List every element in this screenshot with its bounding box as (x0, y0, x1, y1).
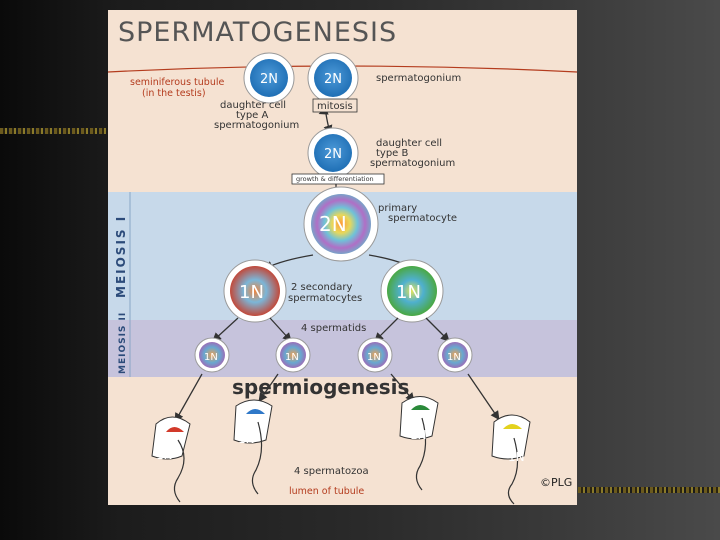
acrosome-cap-red (166, 427, 184, 432)
daughter-b-label-3: spermatogonium (370, 158, 455, 169)
ploidy-label: 1N (238, 432, 255, 446)
daughter-b-label-2: type B (376, 148, 409, 159)
secondary-label-1: 2 secondary (291, 282, 352, 293)
primary-spermatocyte-cell (311, 194, 371, 254)
ploidy-label: 2N (324, 72, 342, 87)
secondary-label-2: spermatocytes (288, 293, 362, 304)
daughter-a-label-2: type A (236, 110, 269, 121)
mitosis-box (312, 98, 358, 113)
arrow-to-spermatid-1 (212, 317, 239, 342)
tubule-label-line1: seminiferous tubule (130, 77, 224, 88)
secondary-spermatocyte-right (387, 266, 437, 316)
ploidy-label: 1N (239, 282, 264, 303)
spermatozoa-label: 4 spermatozoa (294, 466, 369, 477)
spermatid-1 (199, 342, 225, 368)
spermatid-3 (362, 342, 388, 368)
spermatogonium-cell-left (250, 59, 288, 97)
ploidy-label: 1N (508, 450, 525, 464)
primary-label-2: spermatocyte (388, 213, 457, 224)
spermatogenesis-diagram: SPERMATOGENESIS MEIOSIS I MEIOSIS II sem… (108, 10, 577, 505)
mitosis-label: mitosis (317, 101, 353, 112)
ploidy-label: 2N (260, 72, 278, 87)
daughter-b-cell (314, 134, 352, 172)
daughter-a-label-3: spermatogonium (214, 120, 299, 131)
ploidy-label: 1N (204, 352, 218, 363)
spermatozoon-2: 1N (233, 399, 273, 495)
arrow-to-spermatid-2 (269, 317, 292, 342)
daughter-b-label-1: daughter cell (376, 138, 442, 149)
meiosis-1-label: MEIOSIS I (114, 215, 128, 298)
ploidy-label: 1N (410, 428, 427, 442)
growth-label: growth & differentiation (296, 175, 374, 183)
decorative-strip-left (0, 128, 110, 134)
arrow-to-spermatid-3 (374, 317, 399, 342)
acrosome-cap-blue (246, 409, 265, 414)
arrow-to-spermatid-4 (425, 317, 450, 342)
growth-box (291, 173, 385, 185)
meiosis-2-label: MEIOSIS II (118, 312, 128, 374)
ploidy-label: 2N (324, 147, 342, 162)
ploidy-label: 1N (367, 352, 381, 363)
arrow-to-sperm-2 (258, 373, 279, 403)
secondary-spermatocyte-left (230, 266, 280, 316)
daughter-a-label-1: daughter cell (220, 100, 286, 111)
diagram-title: SPERMATOGENESIS (118, 17, 397, 48)
lumen-label: lumen of tubule (289, 486, 364, 497)
spermatozoon-1: 1N (151, 416, 191, 503)
meiosis-2-band (108, 320, 577, 377)
tubule-label-line2: (in the testis) (142, 88, 206, 99)
spermatogonium-label: spermatogonium (376, 73, 461, 84)
ploidy-label: 2N (319, 212, 347, 236)
spermatids-label: 4 spermatids (301, 323, 366, 334)
ploidy-label: 1N (285, 352, 299, 363)
copyright-label: ©PLG (540, 476, 572, 489)
arrow-to-sperm-1 (174, 373, 203, 423)
decorative-strip-right (578, 487, 720, 493)
spermiogenesis-label: spermiogenesis (232, 375, 409, 399)
arrow-to-sperm-4 (467, 373, 500, 421)
ploidy-label: 1N (396, 282, 421, 303)
ploidy-label: 1N (447, 352, 461, 363)
spermatid-2 (280, 342, 306, 368)
acrosome-cap-yellow (503, 424, 522, 429)
spermatid-4 (442, 342, 468, 368)
arrow-to-sperm-3 (390, 373, 415, 402)
spermatozoon-3: 1N (399, 396, 439, 491)
spermatogonium-cell-right (314, 59, 352, 97)
spermatozoon-4: 1N (491, 414, 531, 505)
acrosome-cap-green (411, 405, 430, 410)
ploidy-label: 1N (156, 448, 173, 462)
primary-label-1: primary (378, 203, 417, 214)
